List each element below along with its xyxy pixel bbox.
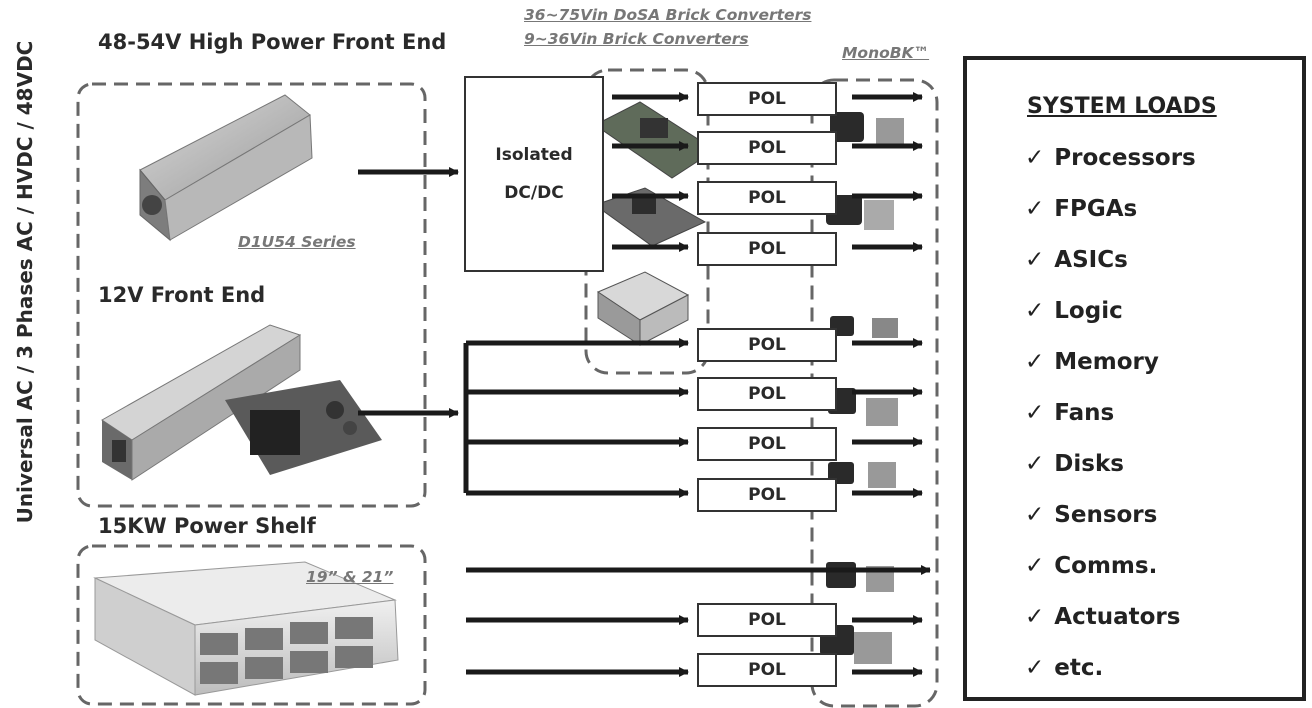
d1u54-psu-image [140,95,312,240]
check-icon: ✓ [1025,400,1044,426]
check-icon: ✓ [1025,298,1044,324]
check-icon: ✓ [1025,145,1044,171]
pol-box-2: POL [697,131,837,165]
load-item-fpgas: ✓FPGAs [1025,196,1137,222]
system-loads-panel: SYSTEM LOADS ✓Processors ✓FPGAs ✓ASICs ✓… [963,56,1306,701]
check-icon: ✓ [1025,247,1044,273]
load-item-fans: ✓Fans [1025,400,1114,426]
load-item-sensors: ✓Sensors [1025,502,1157,528]
check-icon: ✓ [1025,553,1044,579]
12v-psu-image [102,325,382,480]
load-item-memory: ✓Memory [1025,349,1159,375]
check-icon: ✓ [1025,451,1044,477]
load-item-processors: ✓Processors [1025,145,1196,171]
check-icon: ✓ [1025,655,1044,681]
load-item-disks: ✓Disks [1025,451,1124,477]
pol-box-5: POL [697,328,837,362]
load-item-etc: ✓etc. [1025,655,1103,681]
load-item-logic: ✓Logic [1025,298,1123,324]
front-end-12v-title: 12V Front End [98,283,265,307]
load-item-actuators: ✓Actuators [1025,604,1180,630]
isolated-label: Isolated [495,136,572,174]
pol-box-10: POL [697,653,837,687]
check-icon: ✓ [1025,604,1044,630]
shelf-size-link[interactable]: 19” & 21” [306,568,393,586]
pol-box-9: POL [697,603,837,637]
load-item-comms: ✓Comms. [1025,553,1157,579]
d1u54-series-link[interactable]: D1U54 Series [238,233,356,251]
load-item-asics: ✓ASICs [1025,247,1128,273]
input-source-label: Universal AC / 3 Phases AC / HVDC / 48VD… [13,0,37,632]
pol-box-8: POL [697,478,837,512]
power-shelf-title: 15KW Power Shelf [98,514,316,538]
pol-box-6: POL [697,377,837,411]
monobk-link[interactable]: MonoBK™ [842,44,929,62]
pol-box-3: POL [697,181,837,215]
pol-box-4: POL [697,232,837,266]
front-end-48v-title: 48-54V High Power Front End [98,30,446,54]
pol-box-7: POL [697,427,837,461]
system-loads-title: SYSTEM LOADS [1027,94,1217,119]
check-icon: ✓ [1025,502,1044,528]
isolated-dcdc-box: Isolated DC/DC [464,76,604,272]
pol-box-1: POL [697,82,837,116]
dcdc-label: DC/DC [504,174,563,212]
brick-converters-link[interactable]: 9~36Vin Brick Converters [524,30,749,48]
check-icon: ✓ [1025,196,1044,222]
dosa-brick-link[interactable]: 36~75Vin DoSA Brick Converters [524,6,811,24]
check-icon: ✓ [1025,349,1044,375]
